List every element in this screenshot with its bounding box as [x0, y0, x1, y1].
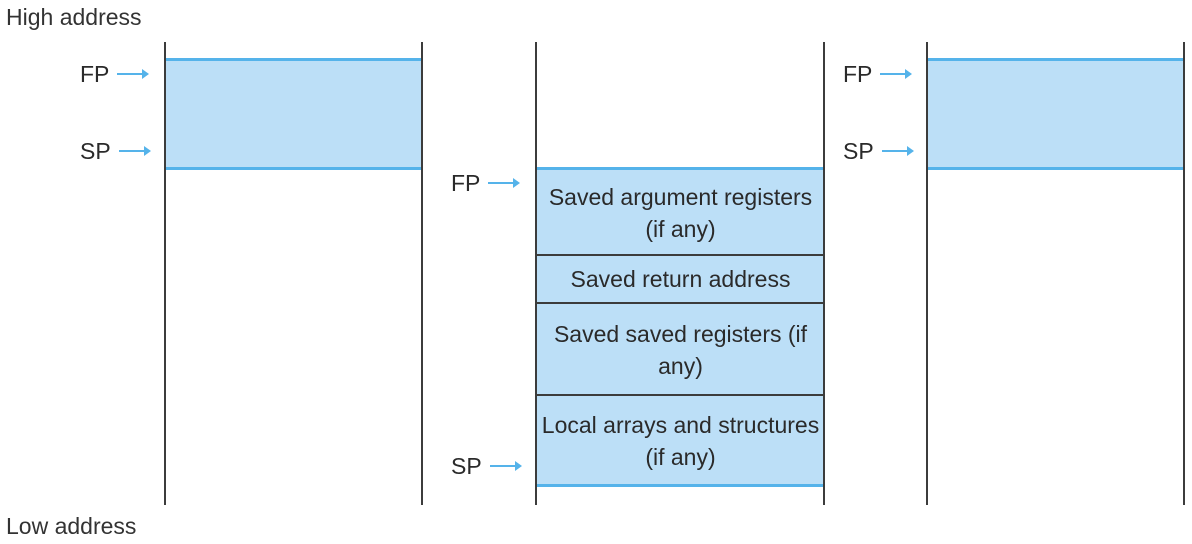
sp-label: SP: [80, 137, 111, 164]
frame-top-edge-after: [928, 58, 1183, 61]
frame-bottom-edge-after: [928, 167, 1183, 170]
stack-left-boundary-after: [926, 42, 928, 505]
right-arrow-icon: [488, 178, 521, 188]
frame-top-edge-before: [166, 58, 421, 61]
low-address-label: Low address: [6, 513, 137, 539]
saved-saved-registers-cell: Saved saved registers (if any): [553, 321, 808, 379]
fp-label: FP: [843, 60, 873, 87]
frame-bottom-edge-during: [537, 484, 823, 487]
right-arrow-icon: [118, 146, 151, 156]
sp-label: SP: [843, 137, 874, 164]
high-address-label: High address: [6, 4, 142, 30]
right-arrow-icon: [880, 69, 913, 79]
sp-pointer-after: SP: [843, 137, 914, 164]
stack-frame-after: [928, 60, 1183, 168]
sp-pointer-during: SP: [451, 452, 522, 479]
stack-left-boundary-during: [535, 42, 537, 505]
fp-pointer-before: FP: [80, 60, 150, 87]
frame-top-edge-during: [537, 167, 823, 170]
cell-divider: [537, 394, 823, 396]
sp-pointer-before: SP: [80, 137, 151, 164]
saved-return-address-cell: Saved return address: [570, 266, 791, 292]
local-arrays-structures-cell: Local arrays and structures (if any): [541, 412, 820, 470]
fp-pointer-during: FP: [451, 169, 521, 196]
right-arrow-icon: [881, 146, 914, 156]
stack-frame-during: [537, 169, 823, 485]
frame-bottom-edge-before: [166, 167, 421, 170]
saved-argument-registers-cell: Saved argument registers (if any): [548, 184, 813, 242]
stack-right-boundary-after: [1183, 42, 1185, 505]
fp-label: FP: [451, 169, 481, 196]
fp-pointer-after: FP: [843, 60, 913, 87]
cell-divider: [537, 302, 823, 304]
right-arrow-icon: [117, 69, 150, 79]
stack-right-boundary-before: [421, 42, 423, 505]
right-arrow-icon: [489, 461, 522, 471]
stack-right-boundary-during: [823, 42, 825, 505]
fp-label: FP: [80, 60, 110, 87]
stack-frame-before: [166, 60, 421, 168]
cell-divider: [537, 254, 823, 256]
stack-left-boundary-before: [164, 42, 166, 505]
sp-label: SP: [451, 452, 482, 479]
